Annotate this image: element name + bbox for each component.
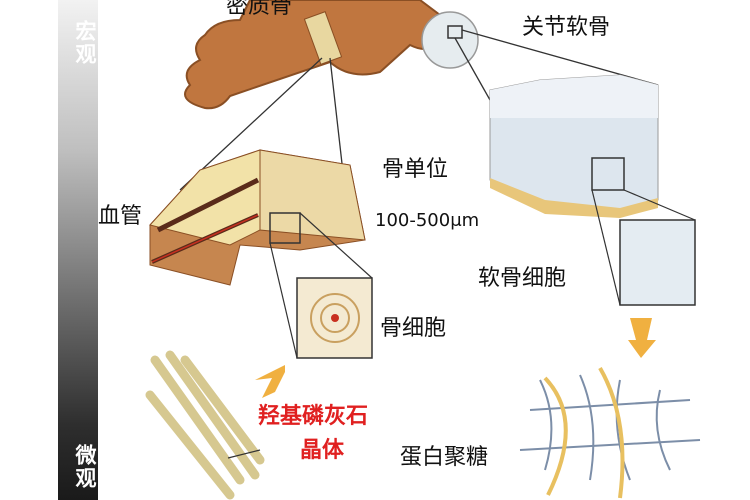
label-blood-vessel: 血管: [98, 204, 143, 229]
macro-label: 宏观: [73, 20, 97, 66]
label-osteocyte: 骨细胞: [380, 316, 447, 341]
proteoglycan-network: [519, 374, 701, 481]
label-compact-bone: 密质骨: [226, 0, 293, 19]
label-osteon: 骨单位: [382, 157, 449, 182]
crystal-rods: [145, 350, 265, 500]
osteon-block: [149, 149, 366, 286]
label-crystal: 晶体: [300, 438, 345, 463]
label-chondrocyte: 软骨细胞: [478, 266, 567, 291]
label-articular-cartilage: 关节软骨: [522, 15, 611, 40]
label-proteoglycan: 蛋白聚糖: [400, 445, 489, 470]
cartilage-block: [489, 74, 696, 306]
label-hydroxyapatite: 羟基磷灰石: [258, 404, 369, 429]
long-bone: [184, 0, 479, 110]
arrow-down: [628, 318, 656, 358]
micro-label: 微观: [73, 444, 97, 490]
osteocyte-zoom: [269, 212, 373, 359]
scale-gradient-bar: [58, 0, 98, 500]
label-size-range: 100-500μm: [375, 210, 480, 231]
arrow-left: [255, 365, 285, 398]
